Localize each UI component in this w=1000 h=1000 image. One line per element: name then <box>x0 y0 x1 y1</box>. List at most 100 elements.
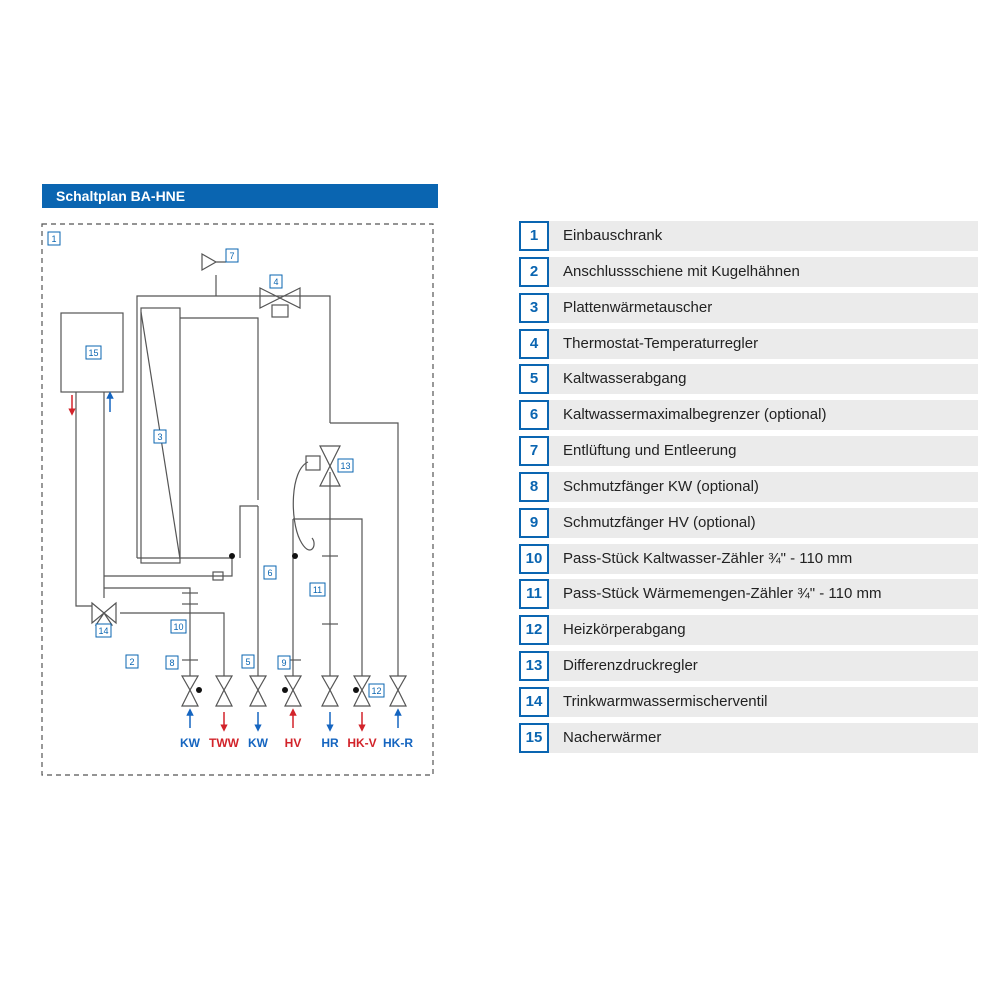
port-hr: HR <box>321 712 339 750</box>
svg-text:11: 11 <box>313 585 322 595</box>
legend-number: 15 <box>519 722 549 753</box>
legend-item: 13 Differenzdruckregler <box>519 651 978 682</box>
svg-text:1: 1 <box>51 234 56 244</box>
legend-label: Plattenwärmetauscher <box>563 298 713 316</box>
legend-number: 10 <box>519 543 549 574</box>
legend-number: 12 <box>519 615 549 646</box>
svg-text:10: 10 <box>173 622 183 632</box>
legend-label: Anschlussschiene mit Kugelhähnen <box>563 262 800 280</box>
schematic-title: Schaltplan BA-HNE <box>42 184 438 208</box>
legend-item: 9 Schmutzfänger HV (optional) <box>519 507 978 538</box>
legend-item: 11 Pass-Stück Wärmemengen-Zähler ¾" - 110… <box>519 579 978 610</box>
tag-11: 11 <box>309 582 326 597</box>
port-label: KW <box>248 736 269 750</box>
legend-number: 7 <box>519 436 549 467</box>
legend-item: 3 Plattenwärmetauscher <box>519 292 978 323</box>
mixer-valve-icon <box>91 601 117 626</box>
connection-ports: KW TWW KW HV HR HK-V HK-R <box>180 708 413 750</box>
tag-14: 14 <box>95 623 112 638</box>
svg-text:6: 6 <box>267 568 272 578</box>
legend-label: Trinkwarmwassermischerventil <box>563 692 768 710</box>
ball-valves <box>180 675 408 707</box>
port-tww: TWW <box>209 712 240 750</box>
tag-3: 3 <box>153 429 167 444</box>
tag-13: 13 <box>337 458 354 473</box>
legend-item: 12 Heizkörperabgang <box>519 615 978 646</box>
legend-number: 4 <box>519 328 549 359</box>
tag-7: 7 <box>225 248 239 263</box>
svg-text:2: 2 <box>129 657 134 667</box>
component-symbols <box>91 252 408 707</box>
svg-text:8: 8 <box>169 658 174 668</box>
legend-label: Kaltwasserabgang <box>563 370 687 388</box>
port-label: HK-V <box>347 736 376 750</box>
legend-label: Nacherwärmer <box>563 728 662 746</box>
svg-text:7: 7 <box>229 251 234 261</box>
tag-1: 1 <box>47 231 61 246</box>
legend-number: 14 <box>519 686 549 717</box>
svg-text:15: 15 <box>88 348 98 358</box>
port-label: TWW <box>209 736 240 750</box>
legend-number: 3 <box>519 292 549 323</box>
port-label: HK-R <box>383 736 413 750</box>
legend-number: 13 <box>519 651 549 682</box>
legend-item: 2 Anschlussschiene mit Kugelhähnen <box>519 256 978 287</box>
legend-number: 9 <box>519 507 549 538</box>
component-legend: 1 Einbauschrank 2 Anschlussschiene mit Kuge… <box>519 221 978 759</box>
legend-number: 2 <box>519 256 549 287</box>
svg-text:5: 5 <box>245 657 250 667</box>
pipe-network <box>60 275 399 676</box>
legend-number: 11 <box>519 579 549 610</box>
legend-item: 15 Nacherwärmer <box>519 722 978 753</box>
tag-2: 2 <box>125 654 139 669</box>
port-label: HV <box>285 736 302 750</box>
port-hk-v: HK-V <box>347 712 377 750</box>
vent-valve-icon <box>201 252 226 272</box>
legend-number: 5 <box>519 364 549 395</box>
svg-text:14: 14 <box>98 626 108 636</box>
port-kw: KW <box>180 708 201 750</box>
thermostat-valve-icon <box>259 287 301 309</box>
legend-label: Einbauschrank <box>563 227 663 244</box>
tag-15: 15 <box>85 345 102 360</box>
legend-label: Differenzdruckregler <box>563 657 698 675</box>
tag-10: 10 <box>170 619 187 634</box>
legend-item: 14 Trinkwarmwassermischerventil <box>519 686 978 717</box>
port-hv: HV <box>285 708 302 750</box>
port-hk-r: HK-R <box>383 708 413 750</box>
legend-item: 6 Kaltwassermaximalbegrenzer (optional) <box>519 400 978 431</box>
tag-5: 5 <box>241 654 255 669</box>
legend-label: Heizkörperabgang <box>563 621 686 639</box>
port-label: HR <box>321 736 339 750</box>
legend-item: 1 Einbauschrank <box>519 221 978 251</box>
legend-label: Pass-Stück Kaltwasser-Zähler ¾" - 110 mm <box>563 549 853 567</box>
legend-number: 1 <box>519 221 549 251</box>
port-label: KW <box>180 736 201 750</box>
pressure-regulator-icon <box>319 445 341 487</box>
legend-item: 10 Pass-Stück Kaltwasser-Zähler ¾" - 110 … <box>519 543 978 574</box>
svg-text:12: 12 <box>371 686 381 696</box>
legend-item: 8 Schmutzfänger KW (optional) <box>519 471 978 502</box>
tag-6: 6 <box>263 565 277 580</box>
svg-text:4: 4 <box>273 277 278 287</box>
tag-8: 8 <box>165 655 179 670</box>
tag-12: 12 <box>368 683 385 698</box>
legend-number: 8 <box>519 471 549 502</box>
legend-label: Kaltwassermaximalbegrenzer (optional) <box>563 406 827 424</box>
legend-item: 5 Kaltwasserabgang <box>519 364 978 395</box>
legend-number: 6 <box>519 400 549 431</box>
svg-text:3: 3 <box>157 432 162 442</box>
svg-text:9: 9 <box>281 658 286 668</box>
tag-9: 9 <box>277 655 291 670</box>
legend-label: Pass-Stück Wärmemengen-Zähler ¾" - 110 m… <box>563 585 882 603</box>
svg-text:13: 13 <box>340 461 350 471</box>
legend-label: Schmutzfänger HV (optional) <box>563 513 756 531</box>
legend-item: 4 Thermostat-Temperaturregler <box>519 328 978 359</box>
cabinet-outline <box>41 223 434 776</box>
legend-label: Schmutzfänger KW (optional) <box>563 477 759 495</box>
legend-label: Thermostat-Temperaturregler <box>563 334 759 352</box>
tag-4: 4 <box>269 274 283 289</box>
